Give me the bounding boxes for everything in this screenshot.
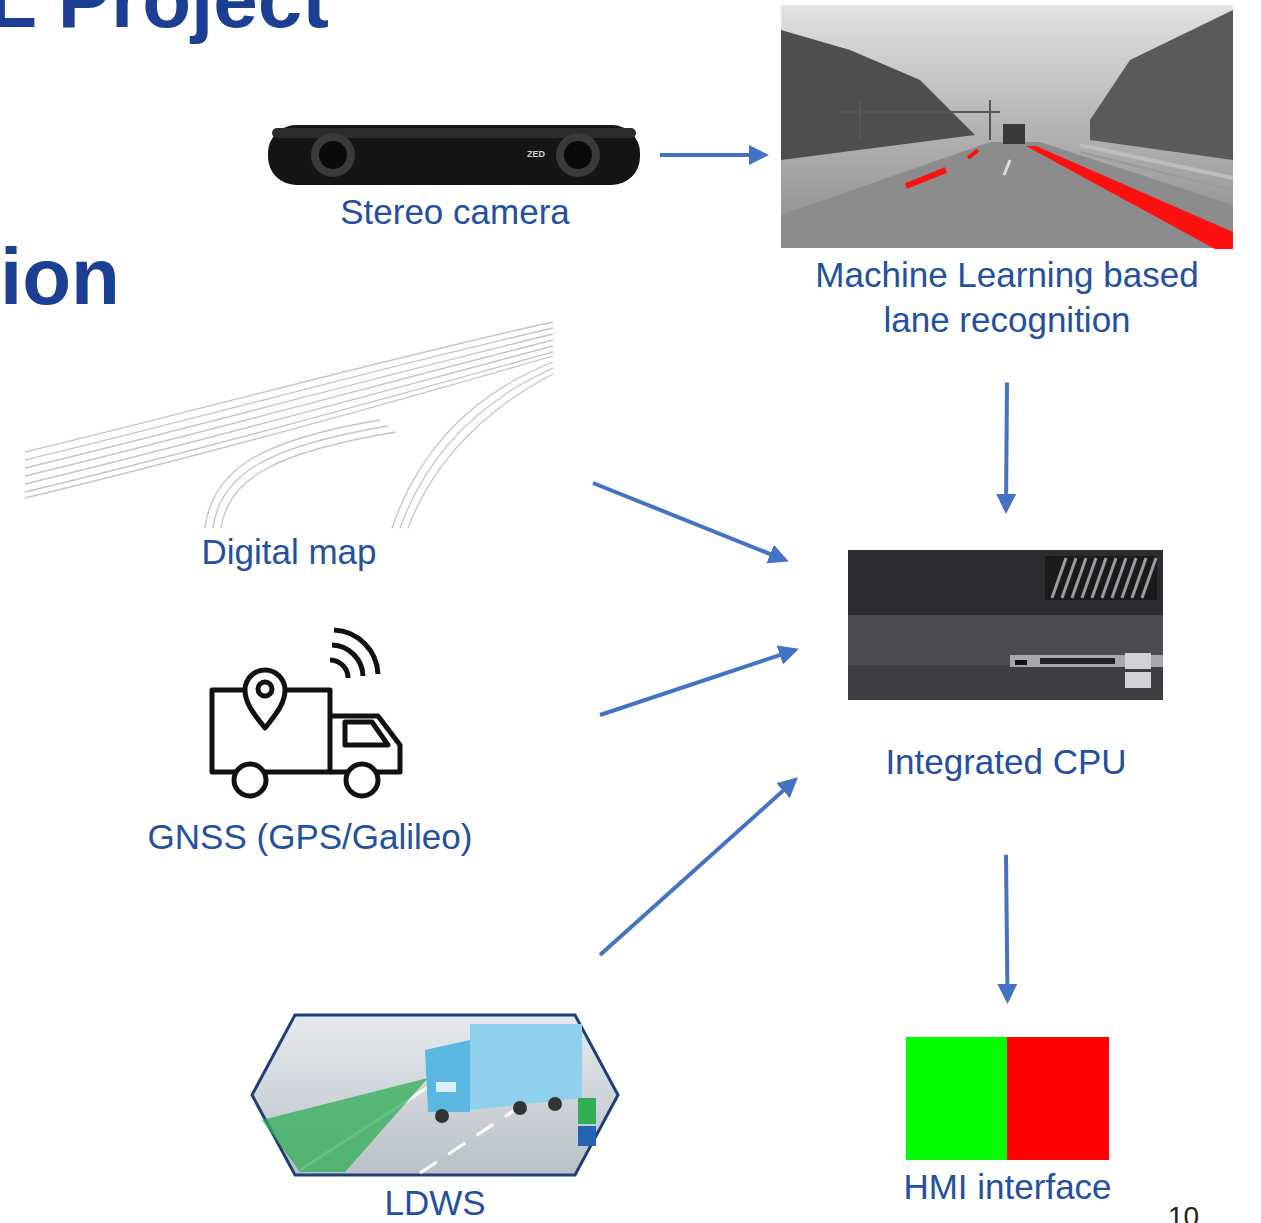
flow-arrow (660, 153, 765, 157)
diagram-node: LDWS (252, 1015, 618, 1223)
diagram-node: Machine Learning based lane recognition (781, 5, 1233, 343)
node-caption: GNSS (GPS/Galileo) (148, 815, 473, 860)
flow-arrow (600, 780, 795, 955)
node-caption: LDWS (384, 1181, 485, 1223)
hmi-panel (906, 1037, 1109, 1160)
flow-arrow (1006, 855, 1008, 1000)
diagram-node: HMI interface (898, 1037, 1117, 1210)
digital-map-picture (25, 322, 553, 528)
page-number: 10 (1168, 1203, 1199, 1223)
node-caption: Integrated CPU (885, 740, 1126, 785)
node-caption: HMI interface (903, 1165, 1111, 1210)
diagram-node: Integrated CPU (848, 550, 1164, 785)
diagram-node: Stereo camera (265, 120, 645, 235)
brand-logo: ZED (527, 150, 545, 159)
diagram-node: GNSS (GPS/Galileo) (143, 625, 478, 860)
lane-recognition-picture (781, 5, 1233, 249)
diagram-node: Digital map (25, 320, 553, 575)
flow-arrow (593, 483, 785, 560)
slide-title: L Project (0, 0, 329, 40)
node-caption: Machine Learning based lane recognition (797, 253, 1217, 343)
node-caption: Stereo camera (340, 190, 570, 235)
flow-arrow (600, 650, 795, 715)
section-heading: ion (0, 237, 120, 317)
gnss-truck-icon (212, 630, 400, 796)
node-caption: Digital map (201, 530, 376, 575)
stereo-camera-picture (268, 125, 640, 185)
ldws-picture (252, 1015, 618, 1175)
cpu-box-picture (848, 550, 1163, 700)
flow-arrow (1006, 383, 1007, 510)
